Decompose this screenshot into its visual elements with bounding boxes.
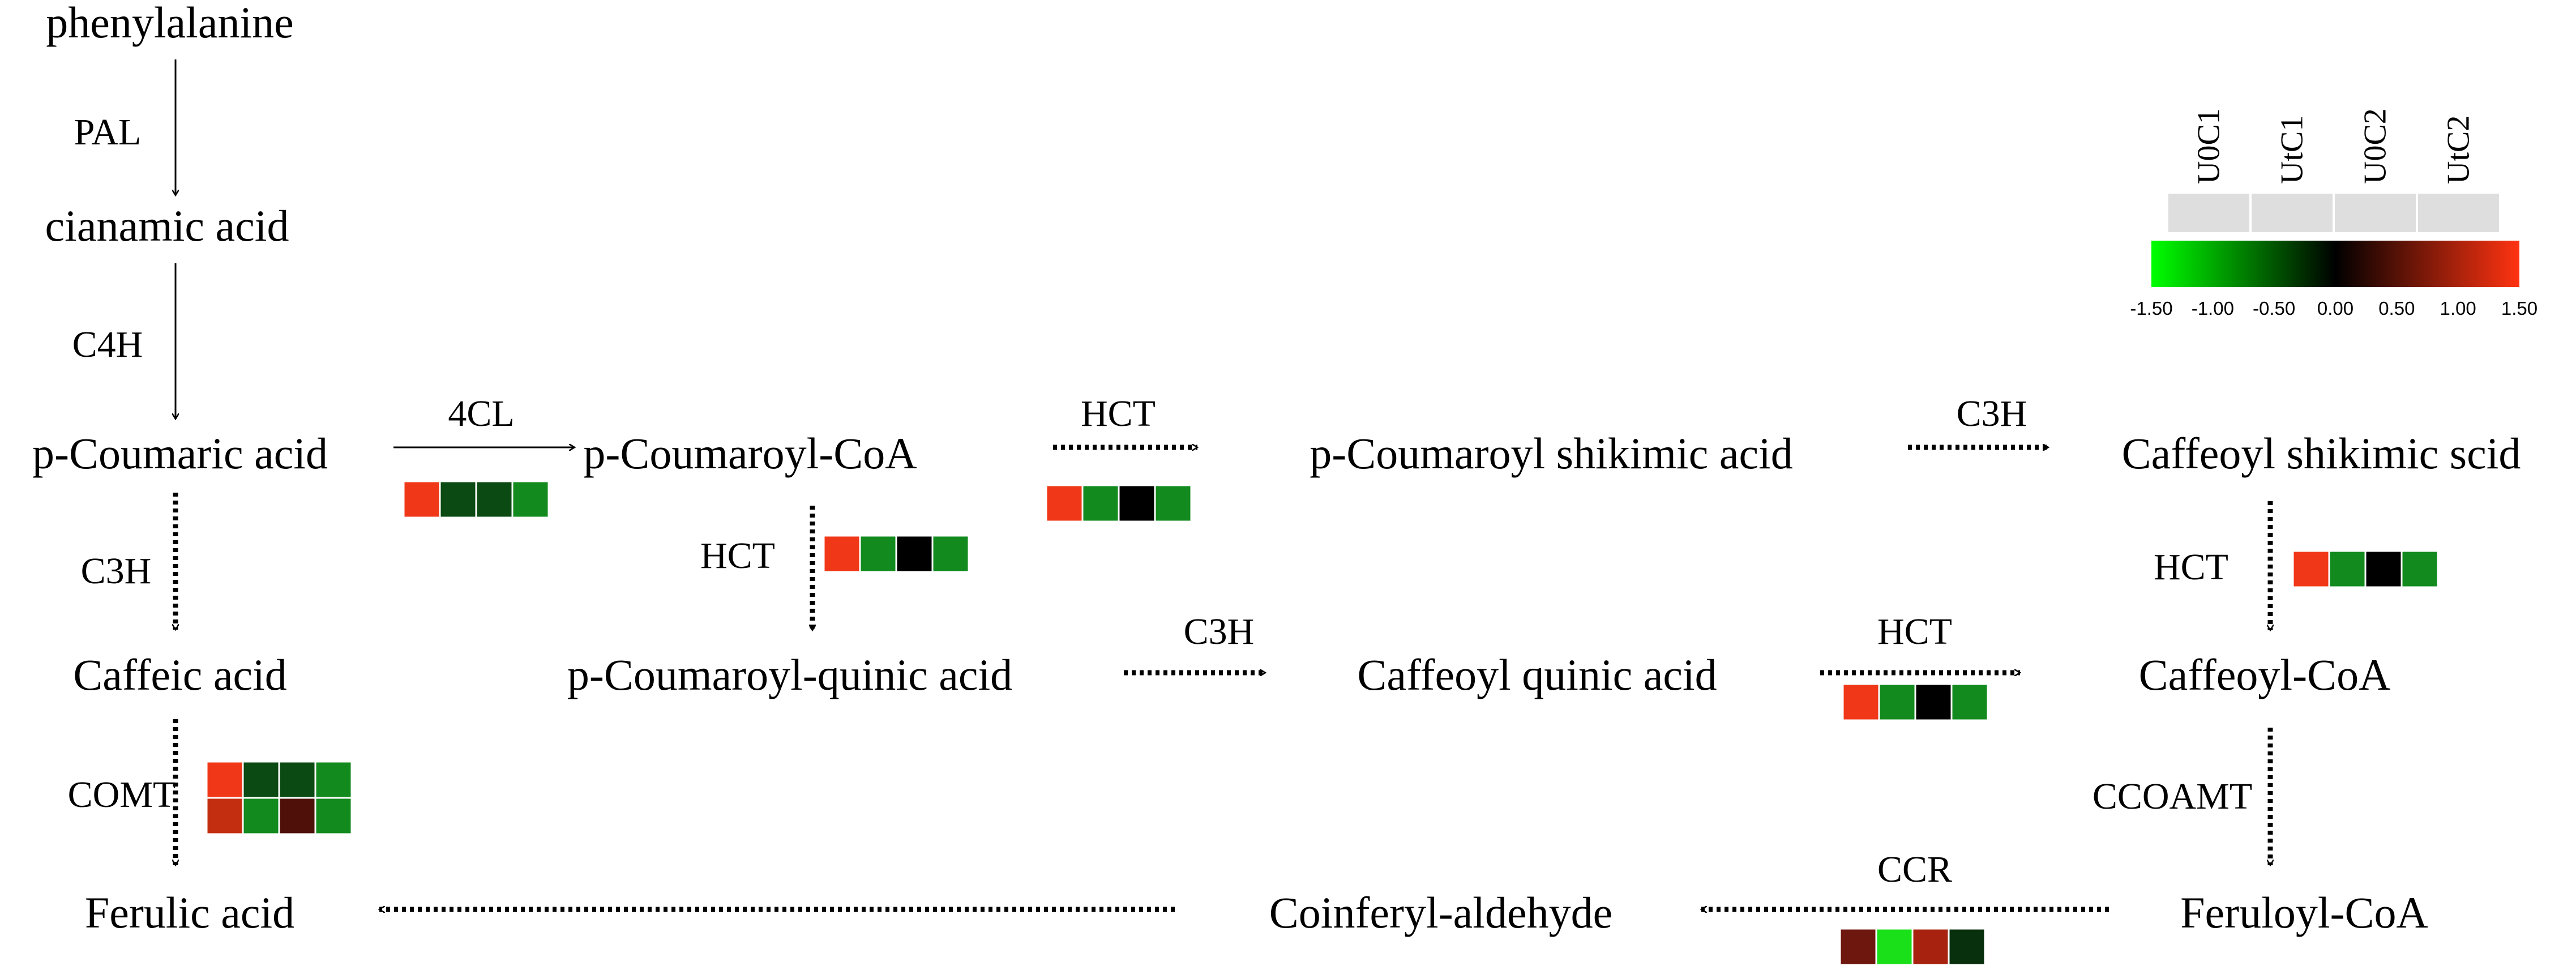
enzyme-c3h-left: C3H (81, 550, 152, 592)
heatmap-ccr (1839, 928, 1986, 966)
enzyme-c4h: C4H (72, 324, 143, 365)
compound-cinnamic-acid: cianamic acid (45, 201, 289, 250)
heatmap-cell (823, 535, 861, 573)
enzyme-c3h-mid: C3H (1184, 611, 1255, 652)
legend-tick-label: 0.00 (2317, 298, 2354, 319)
legend-sample-label: U0C1 (2192, 108, 2227, 184)
heatmap-cell (314, 797, 353, 835)
heatmap-cell (931, 535, 970, 573)
legend-sample-label: UtC2 (2441, 116, 2476, 184)
heatmap-cell (439, 480, 477, 519)
heatmap-cell (1839, 928, 1877, 966)
enzyme-hct-right: HCT (2154, 546, 2228, 588)
heatmap-cell (2400, 550, 2439, 588)
legend-sample-header (2335, 194, 2416, 232)
compound-phenylalanine: phenylalanine (46, 0, 294, 47)
legend-sample-label: UtC1 (2275, 116, 2310, 184)
heatmap-cell (1911, 928, 1950, 966)
compound-p-coumaroyl-coa: p-Coumaroyl-CoA (583, 429, 917, 478)
legend-tick-label: 0.50 (2378, 298, 2415, 319)
heatmap-hct-down (823, 535, 970, 573)
compound-caffeoyl-shikimic-acid: Caffeoyl shikimic scid (2122, 429, 2521, 478)
heatmap-cell (1118, 484, 1156, 523)
heatmap-cell (1878, 683, 1916, 721)
heatmap-comt (206, 760, 353, 835)
legend-sample-header-bars (2168, 194, 2499, 232)
heatmap-cell (1081, 484, 1120, 523)
compound-p-coumaroyl-shikimic-acid: p-Coumaroyl shikimic acid (1310, 429, 1793, 478)
enzyme-hct-mid: HCT (1877, 611, 1952, 652)
heatmap-cell (511, 480, 550, 519)
heatmap-cell (1914, 683, 1953, 721)
compound-caffeoyl-coa: Caffeoyl-CoA (2139, 650, 2391, 699)
legend-sample-header (2252, 194, 2333, 232)
compound-feruloyl-coa: Feruloyl-CoA (2180, 888, 2428, 937)
heatmap-hct-top (1045, 484, 1192, 523)
heatmap-legend: U0C1 UtC1 U0C2 UtC2 -1.50 -1.00 -0.50 0.00 0.50… (2130, 108, 2538, 319)
heatmap-cell (475, 480, 514, 519)
heatmap-cell (1950, 683, 1989, 721)
enzyme-comt: COMT (68, 774, 176, 815)
legend-tick-label: -1.50 (2130, 298, 2172, 319)
heatmap-cell (1948, 928, 1986, 966)
legend-tick-label: -0.50 (2253, 298, 2295, 319)
enzyme-ccr: CCR (1877, 849, 1952, 890)
heatmap-cell (1842, 683, 1880, 721)
legend-sample-header (2168, 194, 2249, 232)
enzyme-pal: PAL (74, 112, 142, 153)
heatmap-cell (1875, 928, 1914, 966)
legend-tick-labels: -1.50 -1.00 -0.50 0.00 0.50 1.00 1.50 (2130, 298, 2538, 319)
enzyme-4cl: 4CL (448, 393, 514, 434)
enzyme-hct-top: HCT (1081, 393, 1156, 434)
heatmap-cell (1154, 484, 1192, 523)
heatmap-cell (859, 535, 897, 573)
heatmap-cell (2364, 550, 2403, 588)
legend-tick-label: 1.50 (2501, 298, 2538, 319)
heatmap-cell (2328, 550, 2367, 588)
legend-color-scale (2151, 241, 2519, 287)
heatmap-cell (278, 797, 316, 835)
compound-p-coumaroyl-quinic-acid: p-Coumaroyl-quinic acid (567, 650, 1012, 699)
heatmap-cell (278, 760, 316, 799)
enzyme-ccoamt: CCOAMT (2093, 776, 2252, 817)
heatmap-hct-right (2292, 550, 2439, 588)
heatmap-cell (2292, 550, 2330, 588)
heatmap-cell (206, 760, 244, 799)
legend-tick-label: -1.00 (2192, 298, 2234, 319)
heatmap-hct-mid (1842, 683, 1989, 721)
legend-tick-label: 1.00 (2440, 298, 2476, 319)
enzyme-hct-down: HCT (700, 535, 775, 576)
compound-coniferyl-aldehyde: Coinferyl-aldehyde (1269, 888, 1612, 937)
compound-caffeoyl-quinic-acid: Caffeoyl quinic acid (1357, 650, 1717, 699)
legend-sample-label: U0C2 (2358, 108, 2393, 184)
legend-sample-header (2418, 194, 2499, 232)
heatmap-cell (242, 797, 280, 835)
compound-ferulic-acid: Ferulic acid (85, 888, 294, 937)
heatmap-cell (314, 760, 353, 799)
compound-p-coumaric-acid: p-Coumaric acid (32, 429, 328, 478)
reaction-arrows (176, 59, 2270, 909)
heatmap-cell (206, 797, 244, 835)
heatmap-cell (403, 480, 441, 519)
compound-caffeic-acid: Caffeic acid (73, 650, 287, 699)
heatmap-cell (1045, 484, 1084, 523)
legend-sample-labels: U0C1 UtC1 U0C2 UtC2 (2192, 108, 2476, 184)
heatmap-cell (895, 535, 934, 573)
heatmap-cell (242, 760, 280, 799)
enzyme-c3h-top: C3H (1957, 393, 2027, 434)
heatmap-4cl (403, 480, 550, 519)
